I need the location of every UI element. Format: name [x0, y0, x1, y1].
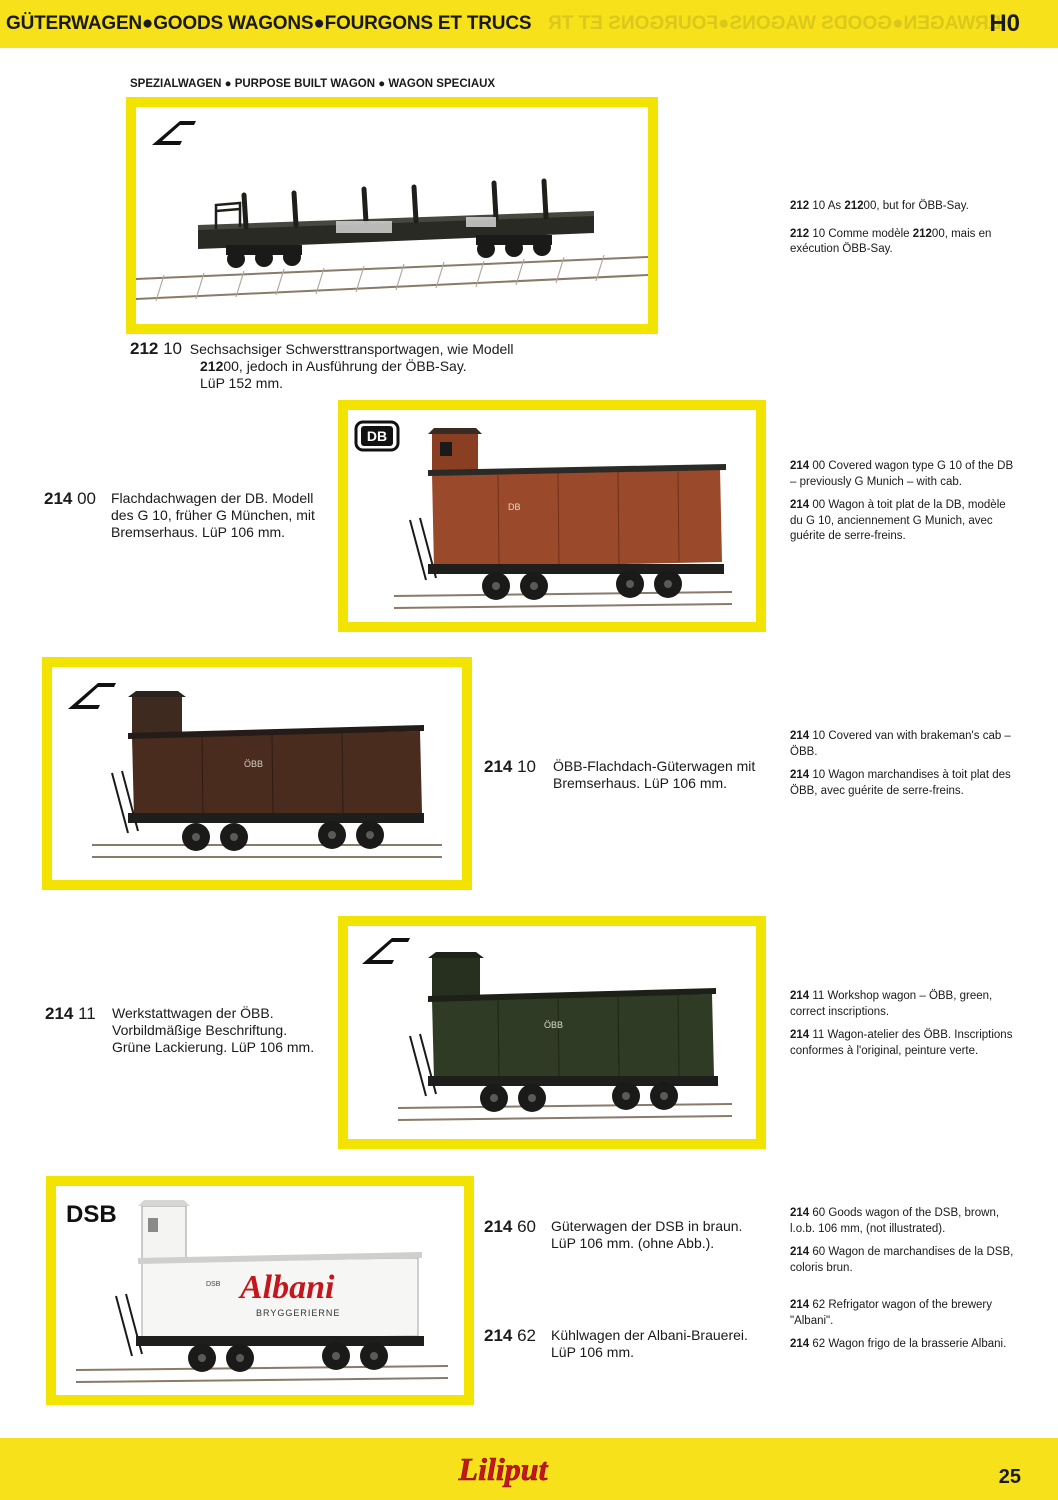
article-number-21411: 214 11: [45, 1004, 96, 1023]
liliput-logo: Liliput: [457, 1451, 549, 1488]
product-description-de-21462: 214 62 Kühlwagen der Albani-Brauerei. Lü…: [484, 1326, 748, 1360]
product-image-frame-21210: [126, 97, 658, 334]
product-notes-21460: 214 60 Goods wagon of the DSB, brown, l.…: [790, 1206, 1015, 1284]
note-fr-21410: 214 10 Wagon marchandises à toit plat de…: [790, 769, 1011, 797]
header-band: [0, 0, 1058, 48]
obb-logo-icon: [152, 121, 196, 145]
product-description-de-21460: 214 60 Güterwagen der DSB in braun. LüP …: [484, 1217, 743, 1251]
note-fr-21400: 214 00 Wagon à toit plat de la DB, modèl…: [790, 499, 1006, 542]
page-title: GÜTERWAGEN●GOODS WAGONS●FOURGONS ET TRUC…: [6, 13, 532, 34]
product-notes-21411: 214 11 Workshop wagon – ÖBB, green, corr…: [790, 989, 1015, 1067]
article-number-21460: 214 60: [484, 1217, 537, 1236]
note-en-21410: 214 10 Covered van with brakeman's cab –…: [790, 730, 1011, 758]
scale-label: H0: [989, 10, 1020, 37]
note-en-21400: 214 00 Covered wagon type G 10 of the DB…: [790, 460, 1014, 488]
header-ghost-text: ERWAGEN●GOODS WAGONS●FOURGONS ET TR: [548, 13, 1002, 34]
note-fr-21411: 214 11 Wagon-atelier des ÖBB. Inscriptio…: [790, 1029, 1013, 1057]
obb-covered-van-image: ÖBB: [68, 683, 442, 858]
note-fr-21460: 214 60 Wagon de marchandises de la DSB, …: [790, 1246, 1014, 1274]
article-number-21400: 214 00: [44, 489, 97, 508]
product-notes-21400: 214 00 Covered wagon type G 10 of the DB…: [790, 459, 1015, 553]
footer-band: [0, 1438, 1058, 1500]
product-description-de-21411: 214 11 Werkstattwagen der ÖBB. Vorbildmä…: [45, 1004, 315, 1055]
wagon-subtext: BRYGGERIERNE: [256, 1308, 340, 1318]
obb-logo-icon: [68, 683, 116, 709]
product-image-frame-21411: ÖBB: [338, 916, 766, 1149]
wagon-marking-21462: DSB: [206, 1281, 221, 1288]
page-number: 25: [998, 1466, 1021, 1488]
obb-workshop-wagon-image: ÖBB: [362, 938, 733, 1121]
note-en-21210: 212 10 As 21200, but for ÖBB-Say.: [790, 200, 969, 212]
product-image-frame-21462: DSB Albani BRYGGERIERNE DSB: [46, 1176, 474, 1405]
note-fr-21210: 212 10 Comme modèle 21200, mais en exécu…: [790, 227, 992, 256]
note-fr-21462: 214 62 Wagon frigo de la brasserie Alban…: [790, 1338, 1007, 1350]
heavy-flat-wagon-image: [136, 121, 648, 302]
db-covered-wagon-image: DB DB: [354, 420, 733, 609]
product-description-de-21410: 214 10 ÖBB-Flachdach-Güterwagen mit Brem…: [484, 757, 756, 791]
product-image-frame-21410: ÖBB: [42, 657, 472, 890]
product-notes-21462: 214 62 Refrigator wagon of the brewery "…: [790, 1298, 1015, 1361]
wagon-marking-21410: ÖBB: [244, 759, 263, 769]
wagon-marking-21400: DB: [508, 502, 521, 512]
article-number-21410: 214 10: [484, 757, 537, 776]
note-en-21460: 214 60 Goods wagon of the DSB, brown, l.…: [790, 1207, 1000, 1235]
albani-refrigerator-wagon-image: DSB Albani BRYGGERIERNE DSB: [66, 1200, 449, 1383]
section-heading: SPEZIALWAGEN ● PURPOSE BUILT WAGON ● WAG…: [130, 78, 496, 90]
wagon-marking-21411: ÖBB: [544, 1020, 563, 1030]
product-description-de-21210: 212 10 Sechsachsiger Schwersttransportwa…: [130, 339, 514, 391]
product-image-frame-21400: DB DB: [338, 400, 766, 632]
product-notes-21210: 212 10 As 21200, but for ÖBB-Say. 212 10…: [790, 199, 1020, 266]
article-number-21462: 214 62: [484, 1326, 537, 1345]
svg-text:DB: DB: [367, 428, 387, 444]
product-notes-21410: 214 10 Covered van with brakeman's cab –…: [790, 729, 1015, 807]
note-en-21411: 214 11 Workshop wagon – ÖBB, green, corr…: [790, 990, 993, 1018]
note-en-21462: 214 62 Refrigator wagon of the brewery "…: [790, 1299, 993, 1327]
article-number-21210: 212 10: [130, 339, 183, 358]
albani-brand: Albani: [238, 1269, 335, 1306]
dsb-logo: DSB: [66, 1201, 117, 1228]
obb-logo-icon: [362, 938, 410, 964]
product-description-de-21400: 214 00 Flachdachwagen der DB. Modell des…: [44, 489, 315, 540]
svg-text:Liliput: Liliput: [458, 1451, 549, 1487]
db-logo-icon: DB: [354, 420, 400, 452]
